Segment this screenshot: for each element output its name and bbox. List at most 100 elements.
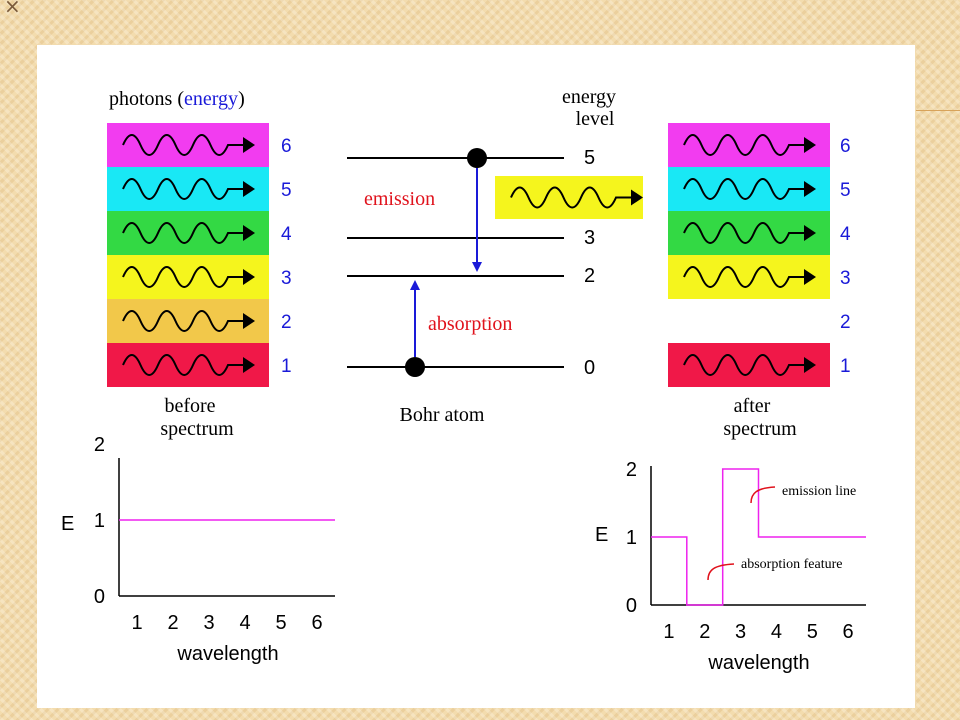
plot2-x-tick-label: 5 (807, 621, 818, 643)
plot2-x-tick-label: 4 (771, 621, 782, 643)
wave-squiggle (122, 134, 243, 156)
before-caption-line1: before (164, 395, 215, 417)
before-photon-energy-label: 4 (281, 224, 292, 245)
plot2-y-ticks: 012 (626, 459, 637, 617)
wave-arrowhead (804, 137, 816, 153)
wave-arrowhead (243, 137, 255, 153)
after-photon-energy-label: 3 (840, 268, 851, 289)
slide-bullet-mark: × (4, 0, 21, 18)
wave-squiggle (683, 222, 804, 244)
energy-level-header-line2: level (576, 108, 615, 130)
plot2-x-ticks: 1 2 3 4 5 6 (663, 621, 853, 643)
plot1-x-tick-label: 4 (239, 612, 250, 634)
after-photon-5 (668, 343, 830, 387)
emitted-photon (495, 176, 643, 219)
after-photon-0 (668, 123, 830, 167)
accent-line (916, 110, 960, 111)
wave-arrowhead (804, 357, 816, 373)
plot2-x-tick-label: 2 (699, 621, 710, 643)
plot1-ylabel: E (61, 513, 74, 535)
before-photon-stack: 6 5 4 3 2 1 (107, 123, 292, 387)
plot2-ylabel: E (595, 524, 608, 546)
before-energy-plot: 0 1 2 1 2 3 4 5 6 E wavelength (61, 434, 335, 665)
wave-arrowhead (243, 225, 255, 241)
absorption-label: absorption (428, 313, 512, 335)
plot1-x-ticks: 1 2 3 4 5 6 (131, 612, 322, 634)
wave-arrowhead (804, 269, 816, 285)
after-photon-3 (668, 255, 830, 299)
photons-title: photons (energy) (109, 88, 245, 110)
plot1-x-tick-label: 6 (311, 612, 322, 634)
wave-arrowhead (243, 269, 255, 285)
wave-squiggle (683, 178, 804, 200)
before-photon-3 (107, 255, 269, 299)
wave-arrowhead (804, 225, 816, 241)
before-caption-line2: spectrum (160, 418, 234, 440)
electron-lower (405, 357, 425, 377)
after-caption-line1: after (734, 395, 771, 417)
level-label-3: 3 (584, 227, 595, 249)
wave-squiggle (122, 178, 243, 200)
plot1-y-tick-label: 1 (94, 510, 105, 532)
plot2-y-tick-label: 0 (626, 595, 637, 617)
wave-squiggle (683, 266, 804, 288)
after-photon-energy-label: 4 (840, 224, 851, 245)
wave-arrowhead (243, 181, 255, 197)
level-label-0: 0 (584, 357, 595, 379)
level-label-2: 2 (584, 265, 595, 287)
wave-arrowhead (631, 189, 643, 206)
before-photon-energy-label: 1 (281, 356, 292, 377)
before-photon-1 (107, 167, 269, 211)
emission-line-annotation: emission line (782, 484, 856, 499)
after-photon-energy-label: 5 (840, 180, 851, 201)
plot2-y-tick-label: 1 (626, 527, 637, 549)
plot1-xlabel: wavelength (176, 643, 278, 665)
after-photon-1 (668, 167, 830, 211)
wave-arrowhead (243, 357, 255, 373)
after-photon-stack: 6 5 4 3 2 1 (668, 123, 851, 387)
before-photon-0 (107, 123, 269, 167)
bohr-caption: Bohr atom (400, 404, 485, 426)
plot2-xlabel: wavelength (707, 652, 809, 674)
after-caption-line2: spectrum (723, 418, 797, 440)
absorption-feature-pointer (707, 563, 735, 581)
wave-squiggle (683, 134, 804, 156)
before-photon-energy-label: 6 (281, 136, 292, 157)
wave-arrowhead (804, 181, 816, 197)
emitted-photon-0 (495, 176, 643, 219)
energy-level-header-line1: energy (562, 86, 616, 108)
plot2-x-tick-label: 1 (663, 621, 674, 643)
wave-squiggle (122, 222, 243, 244)
before-photon-energy-label: 5 (281, 180, 292, 201)
plot1-y-ticks: 0 1 2 (94, 434, 105, 608)
plot1-y-tick-label: 2 (94, 434, 105, 456)
wave-squiggle (122, 310, 243, 332)
plot2-x-tick-label: 3 (735, 621, 746, 643)
before-photon-energy-label: 2 (281, 312, 292, 333)
after-photon-energy-label: 6 (840, 136, 851, 157)
before-photon-2 (107, 211, 269, 255)
after-photon-energy-label: 2 (840, 312, 851, 333)
emission-line-pointer (750, 486, 776, 504)
wave-squiggle (510, 186, 631, 209)
electron-upper (467, 148, 487, 168)
plot1-x-tick-label: 3 (203, 612, 214, 634)
plot2-series-line (651, 468, 866, 606)
after-photon-energy-label: 1 (840, 356, 851, 377)
wave-squiggle (122, 354, 243, 376)
before-photon-5 (107, 343, 269, 387)
plot1-x-tick-label: 1 (131, 612, 142, 634)
plot2-x-tick-label: 6 (843, 621, 854, 643)
after-photon-2 (668, 211, 830, 255)
level-label-5: 5 (584, 147, 595, 169)
before-photon-energy-label: 3 (281, 268, 292, 289)
wave-squiggle (683, 354, 804, 376)
plot1-y-tick-label: 0 (94, 586, 105, 608)
emission-label: emission (364, 188, 435, 210)
plot1-x-tick-label: 2 (167, 612, 178, 634)
plot1-x-tick-label: 5 (275, 612, 286, 634)
wave-squiggle (122, 266, 243, 288)
